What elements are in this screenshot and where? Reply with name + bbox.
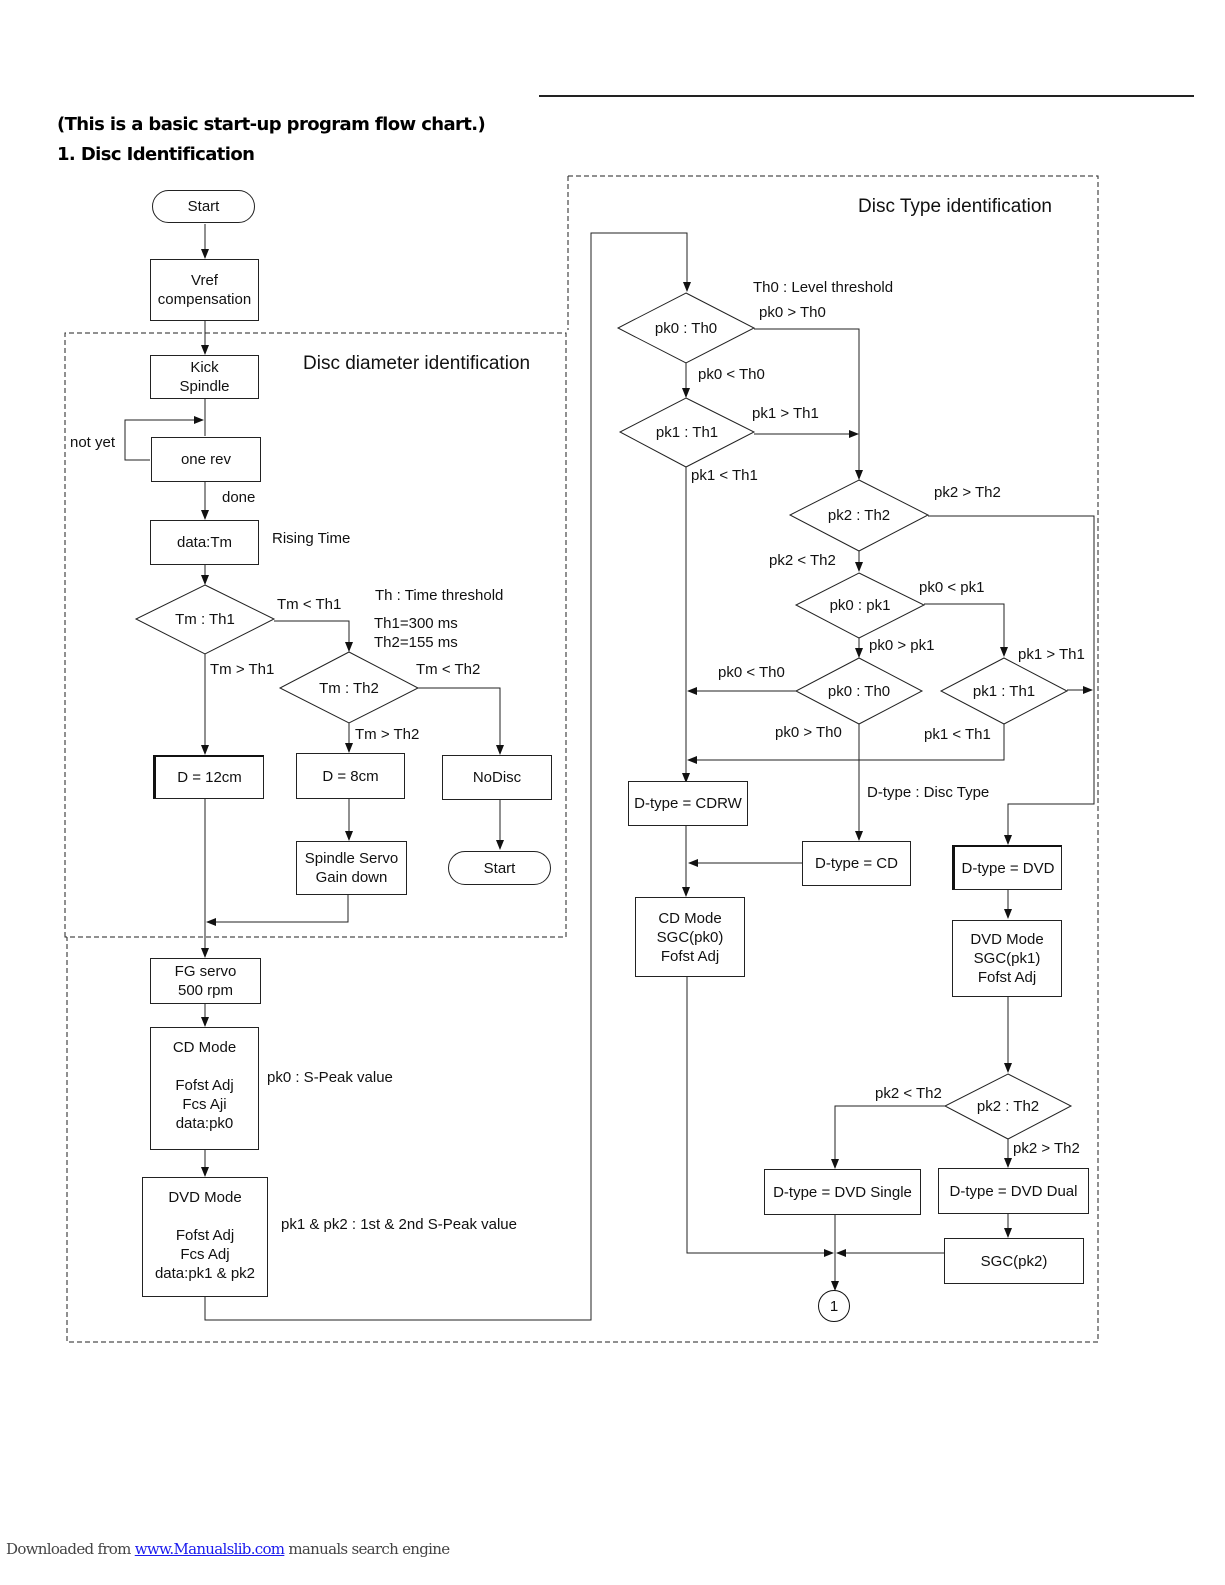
pk0-note: pk0 : S-Peak value	[267, 1069, 393, 1086]
tm-lt-th1-label: Tm < Th1	[277, 596, 342, 613]
pk2-gt-th2-b-label: pk2 > Th2	[1013, 1140, 1080, 1157]
section-title: 1. Disc Identification	[57, 144, 255, 165]
level-threshold-note: Th0 : Level threshold	[753, 279, 894, 296]
disc-type-region	[66, 175, 1099, 1343]
dtype-cd-box: D-type = CD	[802, 841, 911, 886]
pk1-th1-b-label: pk1 : Th1	[972, 682, 1036, 700]
pk2-lt-th2-label: pk2 < Th2	[769, 552, 836, 569]
pk1-lt-th1-b-label: pk1 < Th1	[924, 726, 991, 743]
pk0-pk1-label: pk0 : pk1	[829, 597, 891, 614]
manualslib-link[interactable]: www.Manualslib.com	[134, 1540, 285, 1558]
one-rev-box: one rev	[151, 437, 261, 482]
pk0-gt-th0-label: pk0 > Th0	[759, 304, 826, 321]
footer-suffix: manuals search engine	[284, 1540, 450, 1558]
header-rule	[539, 95, 1194, 97]
tm-lt-th2-label: Tm < Th2	[416, 661, 481, 678]
pk0-th0-label: pk0 : Th0	[654, 320, 718, 337]
pk0-lt-th0-label: pk0 < Th0	[698, 366, 765, 383]
footer-prefix: Downloaded from	[6, 1540, 135, 1558]
data-tm-box: data:Tm	[150, 520, 259, 565]
dvd-single-box: D-type = DVD Single	[764, 1169, 921, 1215]
sgc-pk2-box: SGC(pk2)	[944, 1238, 1084, 1284]
dvd-mode-box: DVD Mode Fofst Adj Fcs Adj data:pk1 & pk…	[142, 1177, 268, 1297]
disc-diameter-region	[64, 332, 567, 938]
tm-th1-label: Tm : Th1	[175, 610, 235, 628]
dtype-dvd-box: D-type = DVD	[952, 845, 1062, 890]
pk2-th2-b-label: pk2 : Th2	[976, 1098, 1040, 1115]
pk2-gt-th2-label: pk2 > Th2	[934, 484, 1001, 501]
pk2-lt-th2-b-label: pk2 < Th2	[875, 1085, 942, 1102]
pk0-gt-pk1-label: pk0 > pk1	[869, 637, 935, 654]
done-label: done	[222, 489, 256, 506]
rising-time-label: Rising Time	[272, 530, 351, 547]
intro-note: (This is a basic start-up program flow c…	[57, 114, 486, 135]
th2-value-note: Th2=155 ms	[374, 634, 458, 651]
pk0-th0-b-label: pk0 : Th0	[827, 682, 891, 700]
pk1-gt-th1-label: pk1 > Th1	[752, 405, 819, 422]
dtype-cdrw-box: D-type = CDRW	[628, 781, 748, 826]
dtype-note: D-type : Disc Type	[867, 784, 990, 801]
d-12cm-box: D = 12cm	[153, 755, 264, 799]
footer: Downloaded from www.Manualslib.com manua…	[6, 1540, 450, 1558]
kick-spindle-box: Kick Spindle	[150, 355, 259, 399]
vref-compensation-box: Vref compensation	[150, 259, 259, 321]
dvd-dual-box: D-type = DVD Dual	[938, 1168, 1089, 1214]
pk1-lt-th1-label: pk1 < Th1	[691, 467, 758, 484]
th1-value-note: Th1=300 ms	[374, 615, 458, 632]
pk1-pk2-note: pk1 & pk2 : 1st & 2nd S-Peak value	[281, 1216, 517, 1233]
pk2-th2-label: pk2 : Th2	[827, 507, 891, 524]
pk1-gt-th1-b-label: pk1 > Th1	[1018, 646, 1085, 663]
not-yet-label: not yet	[70, 434, 116, 451]
start-terminal: Start	[152, 190, 255, 223]
tm-gt-th1-label: Tm > Th1	[210, 661, 275, 678]
fg-servo-box: FG servo 500 rpm	[150, 958, 261, 1004]
pk0-lt-th0-b-label: pk0 < Th0	[718, 664, 785, 681]
spindle-servo-box: Spindle Servo Gain down	[296, 841, 407, 895]
start-terminal-2: Start	[448, 851, 551, 885]
nodisc-box: NoDisc	[442, 755, 552, 800]
disc-type-region-title: Disc Type identification	[858, 196, 1052, 217]
cd-mode-box: CD Mode Fofst Adj Fcs Aji data:pk0	[150, 1027, 259, 1150]
time-threshold-note: Th : Time threshold	[375, 587, 504, 604]
d-8cm-box: D = 8cm	[296, 753, 405, 799]
disc-diameter-region-title: Disc diameter identification	[303, 353, 531, 374]
pk1-th1-label: pk1 : Th1	[655, 424, 719, 441]
pk0-gt-th0-b-label: pk0 > Th0	[775, 724, 842, 741]
tm-th2-label: Tm : Th2	[319, 680, 379, 697]
dvd-mode-right-box: DVD Mode SGC(pk1) Fofst Adj	[952, 920, 1062, 997]
tm-gt-th2-label: Tm > Th2	[355, 726, 420, 743]
pk0-lt-pk1-label: pk0 < pk1	[919, 579, 985, 596]
connector-circle: 1	[818, 1290, 850, 1322]
cd-mode-right-box: CD Mode SGC(pk0) Fofst Adj	[635, 897, 745, 977]
